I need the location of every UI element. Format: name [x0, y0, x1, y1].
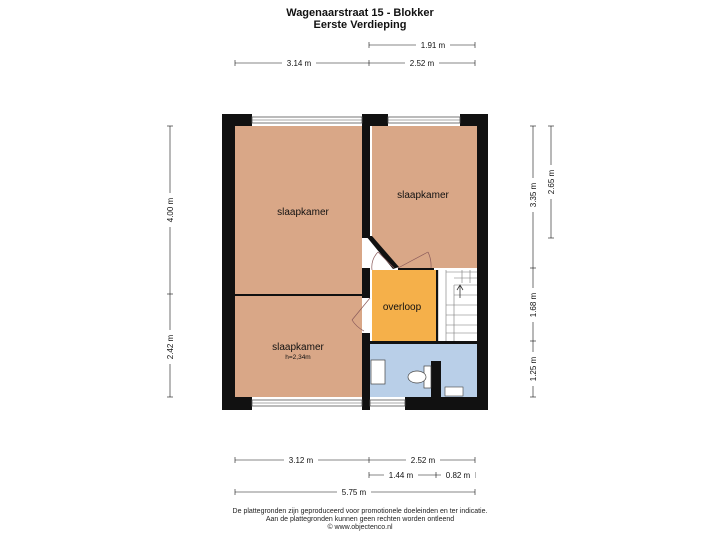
room-label-landing: overloop — [383, 302, 422, 313]
plan-title: Wagenaarstraat 15 - Blokker — [286, 7, 434, 19]
stair-arrow-icon — [456, 284, 464, 298]
room-label-bedroom-2: slaapkamer — [397, 190, 449, 201]
dim-right-middle: 1.68 m — [529, 292, 538, 317]
sink-cabinet — [370, 359, 386, 385]
dim-top-right-short: 1.91 m — [421, 41, 446, 50]
toilet-icon — [407, 365, 432, 389]
footer-disclaimer-2: Aan de plattegronden kunnen geen rechten… — [265, 516, 455, 523]
dim-left-lower: 2.42 m — [166, 334, 175, 359]
dim-right-lower: 1.25 m — [529, 356, 538, 381]
room-label-bedroom-1: slaapkamer — [277, 207, 329, 218]
bedroom-1-area — [235, 126, 362, 294]
dim-right-upper: 3.35 m — [529, 182, 538, 207]
dim-bottom-small-left: 1.44 m — [389, 471, 414, 480]
bathroom-area — [370, 344, 477, 397]
dim-bottom-right: 2.52 m — [411, 456, 436, 465]
diagonal-wall — [366, 236, 399, 269]
door-swings — [351, 251, 432, 332]
landing-area — [372, 270, 436, 341]
bedroom-3-area — [235, 296, 362, 397]
dim-top-left: 3.14 m — [287, 59, 312, 68]
bedroom-2-area — [372, 126, 477, 268]
dim-bottom-total: 5.75 m — [342, 488, 367, 497]
walls — [222, 114, 488, 410]
dim-right-outer: 2.65 m — [547, 169, 556, 194]
room-label-bedroom-3: slaapkamer — [272, 342, 324, 353]
dim-bottom-small-right: 0.82 m — [446, 471, 471, 480]
dim-top-right: 2.52 m — [410, 59, 435, 68]
footer-copyright: © www.objectenco.nl — [327, 524, 393, 531]
drain-icon — [444, 386, 464, 397]
room-height-label: h=2,34m — [285, 354, 310, 361]
stairwell-area — [438, 270, 477, 341]
dim-left-upper: 4.00 m — [166, 197, 175, 222]
plan-subtitle: Eerste Verdieping — [313, 19, 407, 31]
footer-disclaimer-1: De plattegronden zijn geproduceerd voor … — [232, 508, 488, 515]
dim-bottom-left: 3.12 m — [289, 456, 314, 465]
